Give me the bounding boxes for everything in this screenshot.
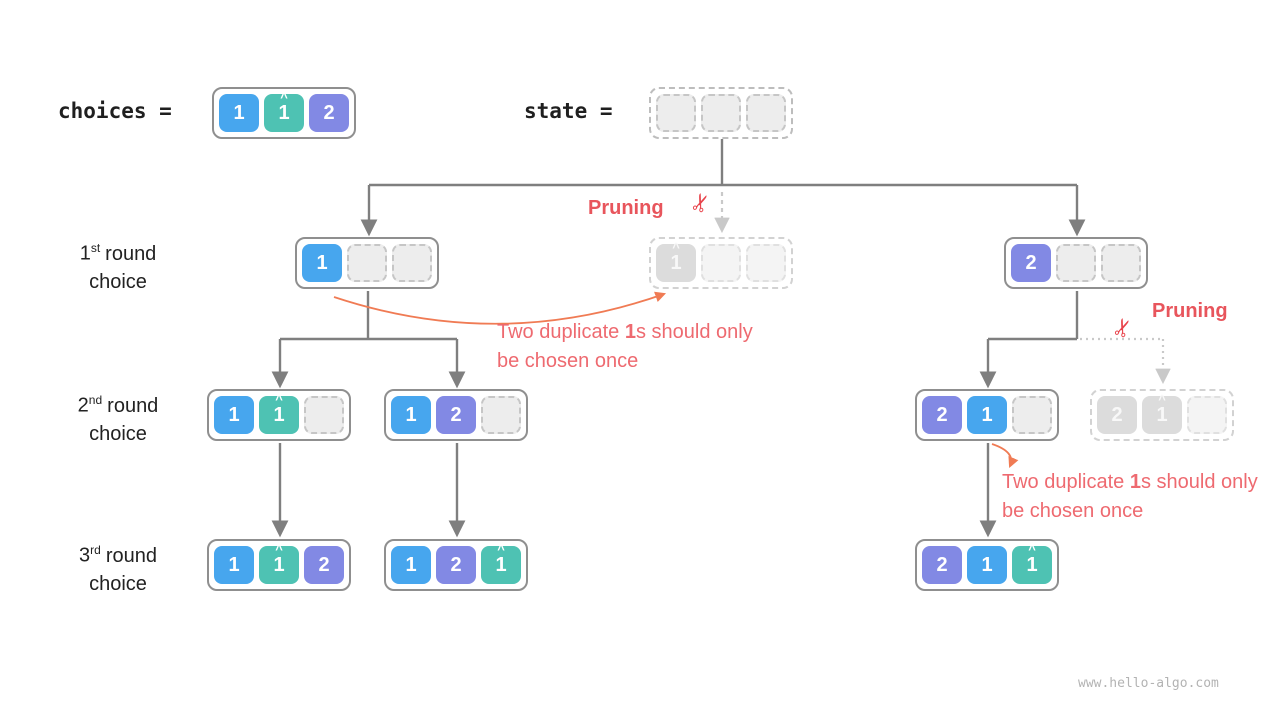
- cell-empty: [347, 244, 387, 282]
- state-label: state =: [524, 99, 613, 123]
- scissors-icon: ✂: [685, 188, 718, 217]
- cell-empty: [392, 244, 432, 282]
- duplicate-note-2: Two duplicate 1s should only be chosen o…: [1002, 471, 1258, 522]
- cell-value: 2: [922, 546, 962, 584]
- node-1: 1: [295, 237, 439, 289]
- cell-value: 2: [304, 546, 344, 584]
- scissors-icon: ✂: [1107, 313, 1140, 342]
- cell-empty: [746, 244, 786, 282]
- cell-empty: [746, 94, 786, 132]
- choices-box: 1 ^1 2: [212, 87, 356, 139]
- pruning-label-2: Pruning: [1152, 300, 1228, 322]
- cell-value: 2: [309, 94, 349, 132]
- cell-value-hat: ^1: [481, 542, 521, 584]
- cell-value-hat: ^1: [656, 240, 696, 282]
- node-1-1hat-2: 1 ^1 2: [207, 539, 351, 591]
- cell-value: 1: [967, 396, 1007, 434]
- hat-mark: ^: [275, 392, 283, 407]
- cell-value: 1: [219, 94, 259, 132]
- node-1-1hat: 1 ^1: [207, 389, 351, 441]
- node-2-1: 2 1: [915, 389, 1059, 441]
- cell-value: 1: [391, 546, 431, 584]
- node-2-1hat-pruned: 2 ^1: [1090, 389, 1234, 441]
- hat-mark: ^: [672, 240, 680, 255]
- node-2-1-1hat: 2 1 ^1: [915, 539, 1059, 591]
- cell-value-hat: ^1: [259, 542, 299, 584]
- pruning-label-1: Pruning: [588, 197, 664, 219]
- cell-value: 1: [391, 396, 431, 434]
- cell-value-hat: ^1: [264, 90, 304, 132]
- cell-value: 2: [436, 396, 476, 434]
- hat-mark: ^: [1028, 542, 1036, 557]
- cell-value: 2: [922, 396, 962, 434]
- node-2: 2: [1004, 237, 1148, 289]
- cell-empty: [1187, 396, 1227, 434]
- hat-mark: ^: [280, 90, 288, 105]
- state-box: [649, 87, 793, 139]
- cell-value: 2: [1097, 396, 1137, 434]
- cell-empty: [1101, 244, 1141, 282]
- choices-label: choices =: [58, 99, 172, 123]
- cell-empty: [1012, 396, 1052, 434]
- cell-empty: [656, 94, 696, 132]
- cell-empty: [481, 396, 521, 434]
- node-1-2-1hat: 1 2 ^1: [384, 539, 528, 591]
- cell-value: 2: [1011, 244, 1051, 282]
- cell-value-hat: ^1: [1142, 392, 1182, 434]
- node-1hat-pruned: ^1: [649, 237, 793, 289]
- cell-empty: [1056, 244, 1096, 282]
- hat-mark: ^: [497, 542, 505, 557]
- cell-value: 2: [436, 546, 476, 584]
- watermark: www.hello-algo.com: [1078, 676, 1219, 691]
- cell-empty: [701, 244, 741, 282]
- node-1-2: 1 2: [384, 389, 528, 441]
- cell-empty: [701, 94, 741, 132]
- cell-value: 1: [302, 244, 342, 282]
- hat-mark: ^: [1158, 392, 1166, 407]
- cell-value: 1: [214, 396, 254, 434]
- cell-value-hat: ^1: [259, 392, 299, 434]
- cell-value: 1: [214, 546, 254, 584]
- cell-value-hat: ^1: [1012, 542, 1052, 584]
- cell-value: 1: [967, 546, 1007, 584]
- cell-empty: [304, 396, 344, 434]
- hat-mark: ^: [275, 542, 283, 557]
- duplicate-note-1: Two duplicate 1s should only be chosen o…: [497, 321, 753, 372]
